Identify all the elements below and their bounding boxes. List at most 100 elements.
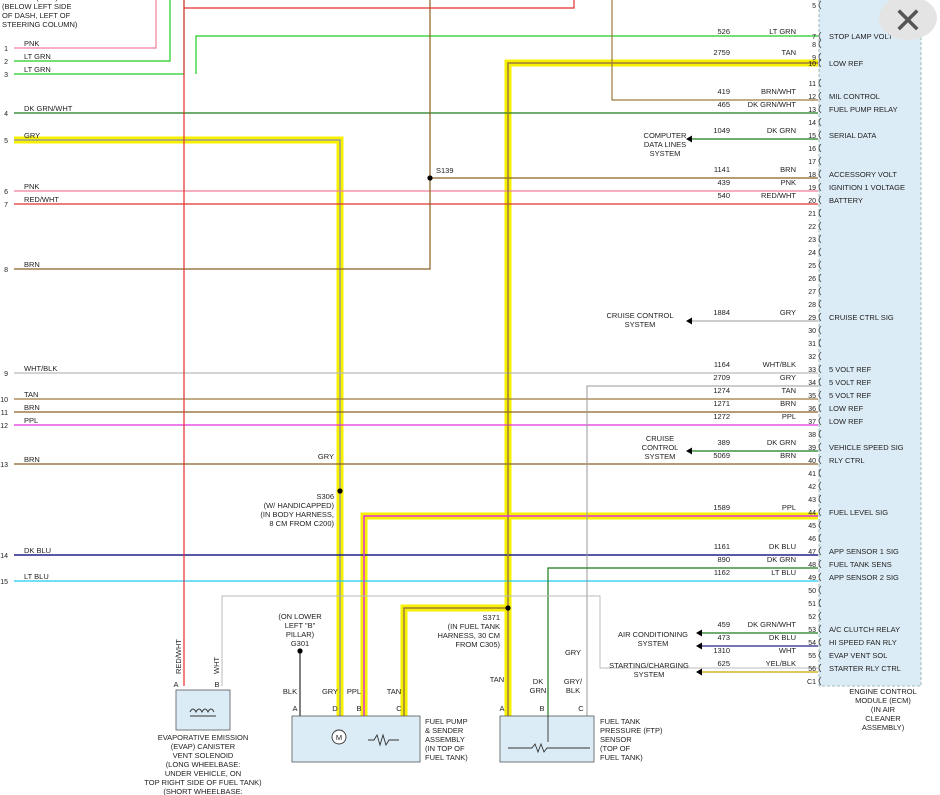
ecm-pin-terminal	[818, 0, 822, 10]
splice-s371-label: (IN FUEL TANK	[448, 622, 500, 631]
splice-s306-label: (IN BODY HARNESS,	[260, 510, 334, 519]
ecm-pin-number: 44	[808, 510, 816, 517]
ground-g301-label: PILLAR)	[286, 630, 315, 639]
ecm-pin-number: 40	[808, 458, 816, 465]
ecm-body	[818, 0, 922, 687]
ecm-circuit-number: 625	[717, 659, 730, 668]
splice-s371-label: FROM C305)	[455, 640, 500, 649]
ecm-wire-color: WHT	[779, 646, 796, 655]
ecm-wire-color: GRY	[780, 373, 796, 382]
fuel-pump-label: FUEL TANK)	[425, 753, 468, 762]
ecm-pin-function: ACCESSORY VOLT	[829, 170, 897, 179]
ecm-circuit-number: 1049	[713, 126, 730, 135]
ecm-pin-number: 38	[808, 432, 816, 439]
ground-g301-label: G301	[291, 639, 309, 648]
highlight-ppl-fuel-level	[360, 512, 818, 716]
wire-wht-evap	[221, 595, 818, 686]
ecm-wire-color: PNK	[781, 178, 796, 187]
left-pin-number: 8	[4, 267, 8, 274]
ecm-circuit-number: 465	[717, 100, 730, 109]
ecm-pin-function: STARTER RLY CTRL	[829, 664, 901, 673]
ecm-pin-function: VEHICLE SPEED SIG	[829, 443, 904, 452]
ecm-pin-function: APP SENSOR 2 SIG	[829, 573, 899, 582]
ftp-label: FUEL TANK)	[600, 753, 643, 762]
ecm-pin-number: 33	[808, 367, 816, 374]
evap-pin-a: A	[173, 680, 178, 689]
ftp-pin: C	[578, 704, 584, 713]
splice-s371	[505, 605, 511, 611]
ecm-circuit-number: 1272	[713, 412, 730, 421]
ecm-pin-terminal	[818, 390, 822, 400]
ecm-pin-terminal	[818, 351, 822, 361]
wire-pnk-1	[14, 0, 157, 49]
left-pin-number: 12	[0, 423, 8, 430]
ecm-pin-terminal	[818, 416, 822, 426]
ecm-pin-number: 28	[808, 302, 816, 309]
motor-icon	[331, 729, 347, 745]
ecm-pin-terminal	[818, 130, 822, 140]
ftp-wire-label: GRY/	[564, 677, 583, 686]
left-pin-number: 6	[4, 189, 8, 196]
close-icon: ✕	[892, 1, 924, 42]
left-pin-number: 9	[4, 371, 8, 378]
ecm-pin-number: 17	[808, 159, 816, 166]
fuel-pump-label: ASSEMBLY	[425, 735, 465, 744]
ftp-wire-label: BLK	[566, 686, 580, 695]
left-wire-color-label: BRN	[24, 455, 40, 464]
ecm-wire-color: LT BLU	[771, 568, 796, 577]
ecm-pin-number: 39	[808, 445, 816, 452]
wire-dkgrn-ftp	[547, 567, 818, 716]
ecm-pin-number: 55	[808, 653, 816, 660]
ecm-pin-function: BATTERY	[829, 196, 863, 205]
ecm-pin-terminal	[818, 520, 822, 530]
ftp-resistor-icon	[508, 716, 590, 754]
ecm-pin-terminal	[818, 624, 822, 634]
left-wire-color-label: PNK	[24, 39, 39, 48]
ftp-sensor-body	[499, 715, 595, 763]
ecm-pin-number: 11	[809, 81, 816, 88]
ecm-pin-terminal	[818, 52, 822, 62]
wire-ltgrn-2	[14, 0, 171, 62]
ecm-wire-color: YEL/BLK	[766, 659, 796, 668]
ftp-gry-label: GRY	[565, 648, 581, 657]
ecm-pin-number: 47	[808, 549, 816, 556]
ecm-pin-terminal	[818, 286, 822, 296]
ecm-pin-terminal	[818, 39, 822, 49]
wire-brnwht-mil	[611, 0, 818, 101]
ecm-pin-terminal	[818, 78, 822, 88]
ecm-pin-terminal	[818, 364, 822, 374]
ecm-pin-terminal	[818, 299, 822, 309]
ecm-pin-terminal	[818, 637, 822, 647]
ecm-pin-terminal	[818, 403, 822, 413]
ecm-pin-number: 27	[808, 289, 816, 296]
splice-s306-label: 8 CM FROM C200)	[269, 519, 334, 528]
ground-g301-label: (ON LOWER	[278, 612, 322, 621]
ecm-circuit-number: 890	[717, 555, 730, 564]
ecm-pin-function: APP SENSOR 1 SIG	[829, 547, 899, 556]
fuel-pump-wire-label: BLK	[283, 687, 297, 696]
ftp-wire-label: DK	[533, 677, 543, 686]
ecm-wire-color: DK GRN/WHT	[748, 620, 797, 629]
fuel-pump-pin: D	[332, 704, 338, 713]
ecm-pin-number: 20	[808, 198, 816, 205]
ecm-pin-terminal	[818, 377, 822, 387]
ecm-pin-number: 13	[808, 107, 816, 114]
wire-red-top	[184, 0, 575, 9]
ecm-wire-color: BRN	[780, 399, 796, 408]
ecm-circuit-number: 1271	[713, 399, 730, 408]
ecm-pin-terminal	[818, 143, 822, 153]
ecm-pin-terminal	[818, 91, 822, 101]
ecm-pin-function: CRUISE CTRL SIG	[829, 313, 894, 322]
arrow-ac-icon	[696, 629, 702, 637]
ecm-wire-color: BRN	[780, 165, 796, 174]
left-wire-color-label: GRY	[24, 131, 40, 140]
ecm-pin-function: LOW REF	[829, 59, 864, 68]
arrow-cruise-icon	[686, 317, 692, 325]
close-button[interactable]: ✕	[879, 0, 937, 40]
left-pin-number: 13	[0, 462, 8, 469]
ecm-pin-number: 7	[812, 34, 816, 41]
ecm-pin-number: 21	[808, 211, 816, 218]
ftp-wire-label: GRN	[530, 686, 547, 695]
ecm-pin-function: FUEL LEVEL SIG	[829, 508, 888, 517]
